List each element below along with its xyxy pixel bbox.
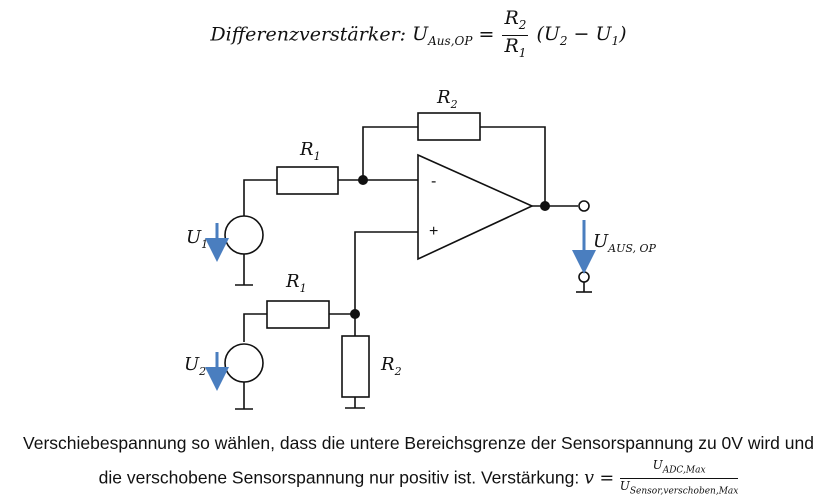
output-terminal (578, 200, 590, 212)
label-r1-top: R1 (299, 139, 321, 163)
label-uout: UAUS, OP (593, 231, 657, 255)
formula-fraction: R2 R1 (502, 8, 529, 63)
u2-wire (243, 313, 267, 342)
source-u2 (224, 343, 264, 383)
op-amp-minus: - (431, 173, 436, 190)
resistor-r2-top (417, 112, 481, 141)
gain-fraction: UADC,Max USensor,verschoben,Max (619, 458, 739, 497)
op-amp-plus: + (429, 223, 438, 240)
resistor-r1-bottom (266, 300, 330, 329)
formula-tail: (U2 − U1) (536, 23, 627, 49)
formula-equals: = (478, 23, 495, 46)
junction-output (540, 201, 550, 211)
resistor-r1-top (276, 166, 339, 195)
label-r1-bottom: R1 (285, 271, 307, 295)
formula-prefix: Differenzverstärker: (210, 23, 407, 46)
label-u1: U1 (186, 227, 208, 251)
description-line-1: Verschiebespannung so wählen, dass die u… (23, 433, 814, 453)
formula: Differenzverstärker: UAus,OP = R2 R1 (U2… (0, 8, 837, 63)
label-u2: U2 (184, 354, 206, 378)
noninverting-wire (354, 231, 418, 314)
junction-inverting (358, 175, 368, 185)
formula-lhs: UAus,OP (412, 23, 473, 49)
source-u1 (224, 215, 264, 255)
feedback-wire (362, 126, 418, 180)
description-text: Verschiebespannung so wählen, dass die u… (0, 428, 837, 500)
junction-noninverting (350, 309, 360, 319)
description-line-2: die verschobene Sensorspannung nur posit… (0, 458, 837, 500)
u1-wire (243, 179, 277, 212)
formula-denominator: R1 (504, 34, 527, 60)
resistor-r2-bottom (341, 335, 370, 398)
formula-numerator: R2 (502, 8, 529, 36)
op-amp (417, 153, 534, 261)
label-r2-top: R2 (436, 87, 458, 111)
feedback-wire-right (480, 126, 546, 206)
label-r2-bottom: R2 (380, 354, 402, 378)
output-ground-terminal (578, 271, 590, 283)
